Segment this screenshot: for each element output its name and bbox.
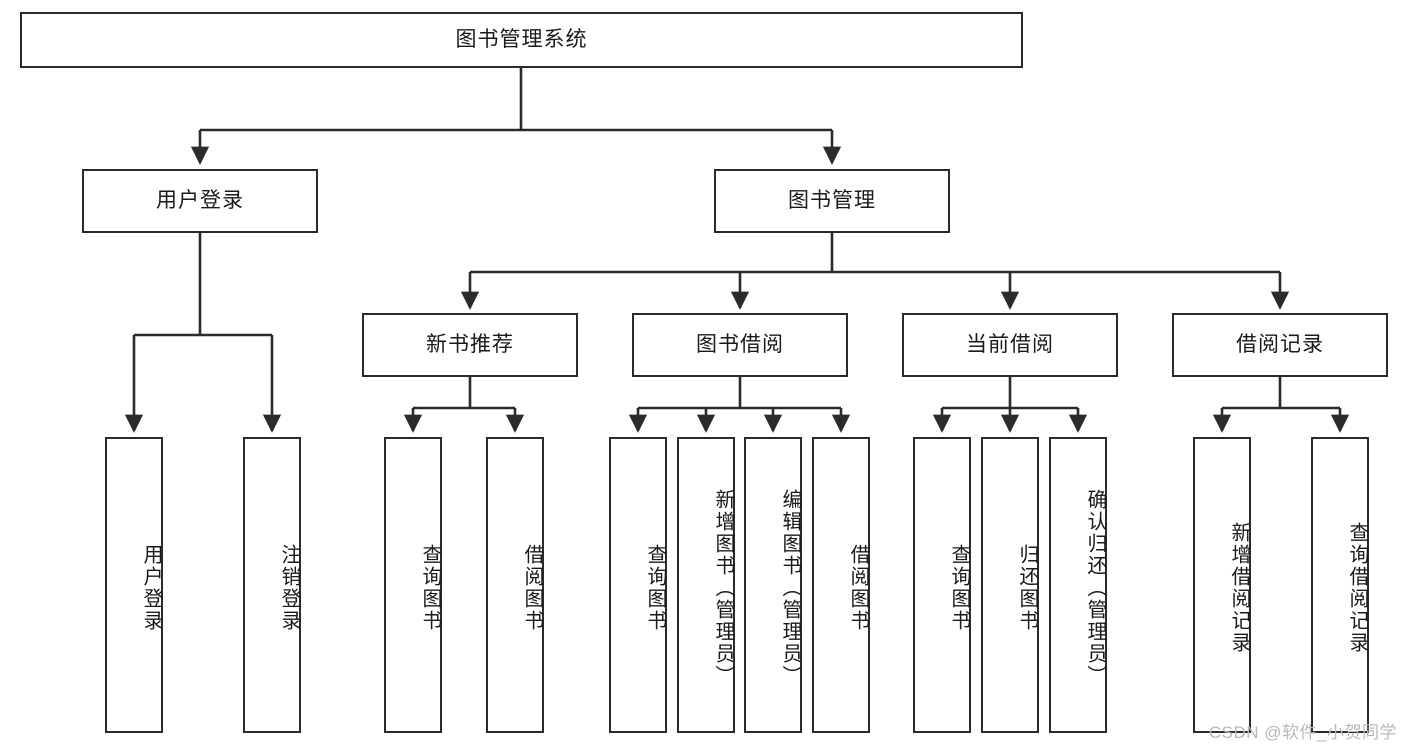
node-label: 图书借阅 xyxy=(696,333,784,357)
node-book-borrowing[interactable]: 图书借阅 xyxy=(632,313,848,377)
leaf-book-borrow-add-book-admin[interactable]: 新增图书（管理员） xyxy=(677,437,735,733)
leaf-book-borrow-query-books[interactable]: 查询图书 xyxy=(609,437,667,733)
node-new-book-recommendation[interactable]: 新书推荐 xyxy=(362,313,578,377)
node-label: 新增借阅记录 xyxy=(1228,522,1250,654)
node-current-borrowing[interactable]: 当前借阅 xyxy=(902,313,1118,377)
node-label: 查询借阅记录 xyxy=(1346,522,1368,654)
leaf-user-login-sign-out[interactable]: 注销登录 xyxy=(243,437,301,733)
node-label: 借阅图书 xyxy=(847,544,869,632)
node-label: 图书管理系统 xyxy=(455,28,588,52)
node-label: 确认归还（管理员） xyxy=(1084,489,1106,687)
node-label: 用户登录 xyxy=(140,544,162,632)
leaf-current-borrow-confirm-return-admin[interactable]: 确认归还（管理员） xyxy=(1049,437,1107,733)
node-label: 借阅图书 xyxy=(521,544,543,632)
node-user-login[interactable]: 用户登录 xyxy=(82,169,318,233)
node-label: 借阅记录 xyxy=(1236,333,1324,357)
node-root-book-management-system[interactable]: 图书管理系统 xyxy=(20,12,1023,68)
leaf-new-book-borrow-books[interactable]: 借阅图书 xyxy=(486,437,544,733)
leaf-book-borrow-borrow-books[interactable]: 借阅图书 xyxy=(812,437,870,733)
node-label: 图书管理 xyxy=(788,189,876,213)
leaf-book-borrow-edit-book-admin[interactable]: 编辑图书（管理员） xyxy=(744,437,802,733)
node-label: 编辑图书（管理员） xyxy=(779,489,801,687)
leaf-user-login-sign-in[interactable]: 用户登录 xyxy=(105,437,163,733)
leaf-new-book-query-books[interactable]: 查询图书 xyxy=(384,437,442,733)
node-label: 注销登录 xyxy=(278,544,300,632)
node-label: 新书推荐 xyxy=(426,333,514,357)
node-label: 查询图书 xyxy=(948,544,970,632)
node-label: 查询图书 xyxy=(644,544,666,632)
node-book-management[interactable]: 图书管理 xyxy=(714,169,950,233)
leaf-current-borrow-return-books[interactable]: 归还图书 xyxy=(981,437,1039,733)
node-label: 归还图书 xyxy=(1016,544,1038,632)
node-label: 当前借阅 xyxy=(966,333,1054,357)
node-label: 用户登录 xyxy=(156,189,244,213)
leaf-borrow-record-query-record[interactable]: 查询借阅记录 xyxy=(1311,437,1369,733)
leaf-current-borrow-query-books[interactable]: 查询图书 xyxy=(913,437,971,733)
leaf-borrow-record-add-record[interactable]: 新增借阅记录 xyxy=(1193,437,1251,733)
node-label: 查询图书 xyxy=(419,544,441,632)
node-label: 新增图书（管理员） xyxy=(712,489,734,687)
node-borrowing-record[interactable]: 借阅记录 xyxy=(1172,313,1388,377)
